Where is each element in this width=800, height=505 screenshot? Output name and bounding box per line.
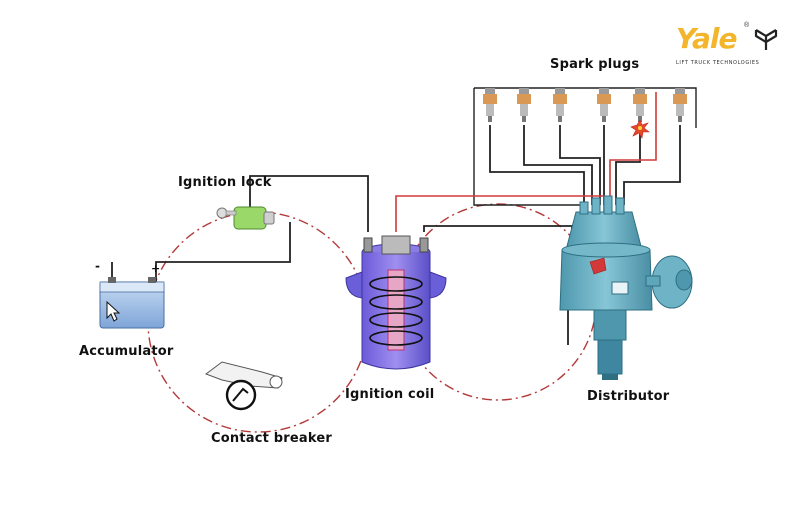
cursor-icon: [106, 300, 121, 322]
ignition-lock: [216, 206, 275, 230]
logo-name: Yale: [676, 22, 737, 55]
yale-emblem-icon: [754, 29, 778, 50]
spark-plug-icon: [483, 88, 497, 122]
spark-plug-icon: [597, 88, 611, 122]
spark-plugs: [483, 88, 687, 139]
accumulator-battery: - +: [95, 259, 165, 329]
spark-flash-icon: [630, 119, 650, 139]
contact-breaker: [204, 361, 283, 411]
label-spark-plugs: Spark plugs: [550, 57, 640, 72]
spark-plug-icon: [673, 88, 687, 122]
ignition-coil: [345, 235, 447, 370]
battery-positive-sign: +: [151, 262, 160, 275]
distributor: [559, 195, 693, 380]
yale-logo: Yale LIFT TRUCK TECHNOLOGIES ®: [672, 22, 784, 70]
label-ignition-lock: Ignition lock: [178, 175, 272, 190]
spark-plug-icon: [633, 88, 647, 122]
key-icon: [216, 207, 237, 219]
label-ignition-coil: Ignition coil: [345, 387, 435, 402]
logo-registered: ®: [744, 22, 750, 29]
battery-negative-sign: -: [95, 259, 100, 273]
spark-plug-icon: [517, 88, 531, 122]
logo-tagline: LIFT TRUCK TECHNOLOGIES: [676, 60, 760, 66]
label-contact-breaker: Contact breaker: [211, 431, 332, 446]
circuit-loop-left: [147, 211, 369, 433]
spark-plug-icon: [553, 88, 567, 122]
label-accumulator: Accumulator: [79, 344, 174, 359]
label-distributor: Distributor: [587, 389, 670, 404]
